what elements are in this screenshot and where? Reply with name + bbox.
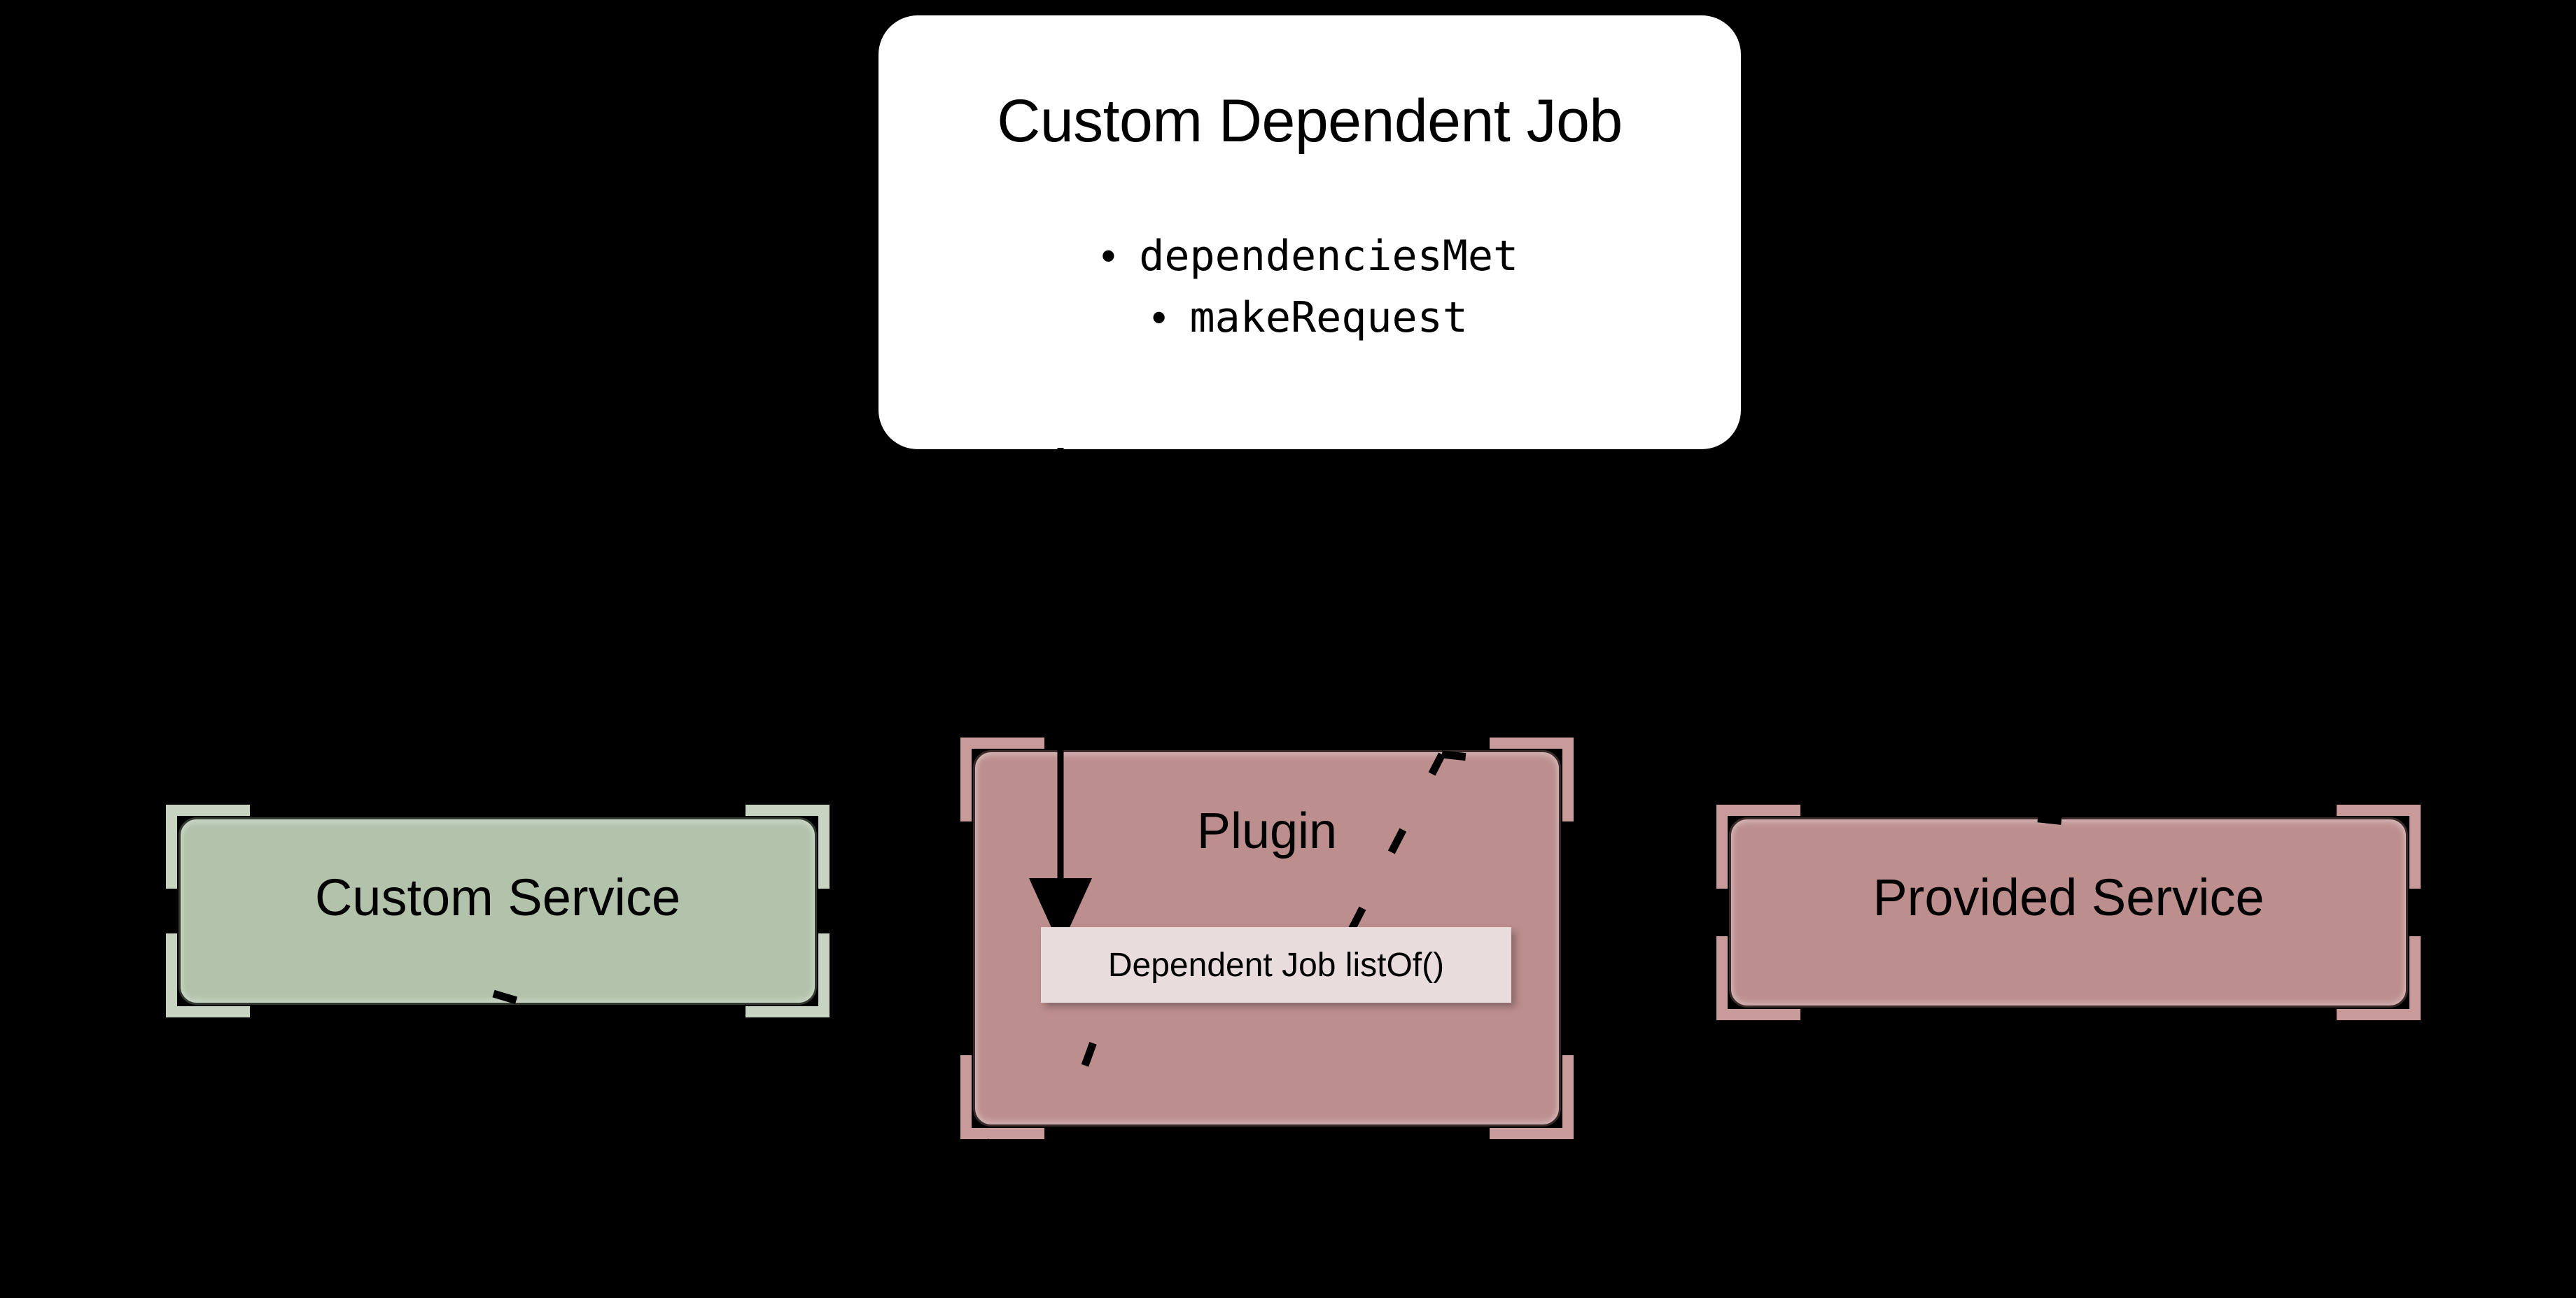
node-provided-service[interactable]: Provided Service (1716, 805, 2421, 1020)
method-name: dependenciesMet (1139, 232, 1519, 281)
custom-dependent-job-card[interactable]: Custom Dependent Job • dependenciesMet •… (878, 15, 1741, 449)
dependent-job-chip[interactable]: Dependent Job listOf() (1041, 927, 1511, 1003)
method-name: makeRequest (1189, 293, 1468, 342)
provided-service-label: Provided Service (1872, 868, 2264, 926)
dependent-job-chip-label: Dependent Job listOf() (1107, 946, 1445, 984)
custom-service-body (178, 817, 817, 1005)
custom-dependent-job-title: Custom Dependent Job (997, 87, 1623, 155)
bullet-icon: • (1100, 232, 1140, 279)
custom-service-label: Custom Service (314, 868, 681, 926)
bullet-icon: • (1152, 294, 1190, 341)
custom-dependent-job-method-list: • dependenciesMet • makeRequest (878, 225, 1741, 348)
method-list-item: • dependenciesMet (878, 225, 1741, 287)
method-list-item: • makeRequest (878, 287, 1741, 348)
provided-service-body (1729, 817, 2408, 1008)
node-custom-service[interactable]: Custom Service (166, 805, 830, 1017)
plugin-label: Plugin (1196, 803, 1338, 859)
